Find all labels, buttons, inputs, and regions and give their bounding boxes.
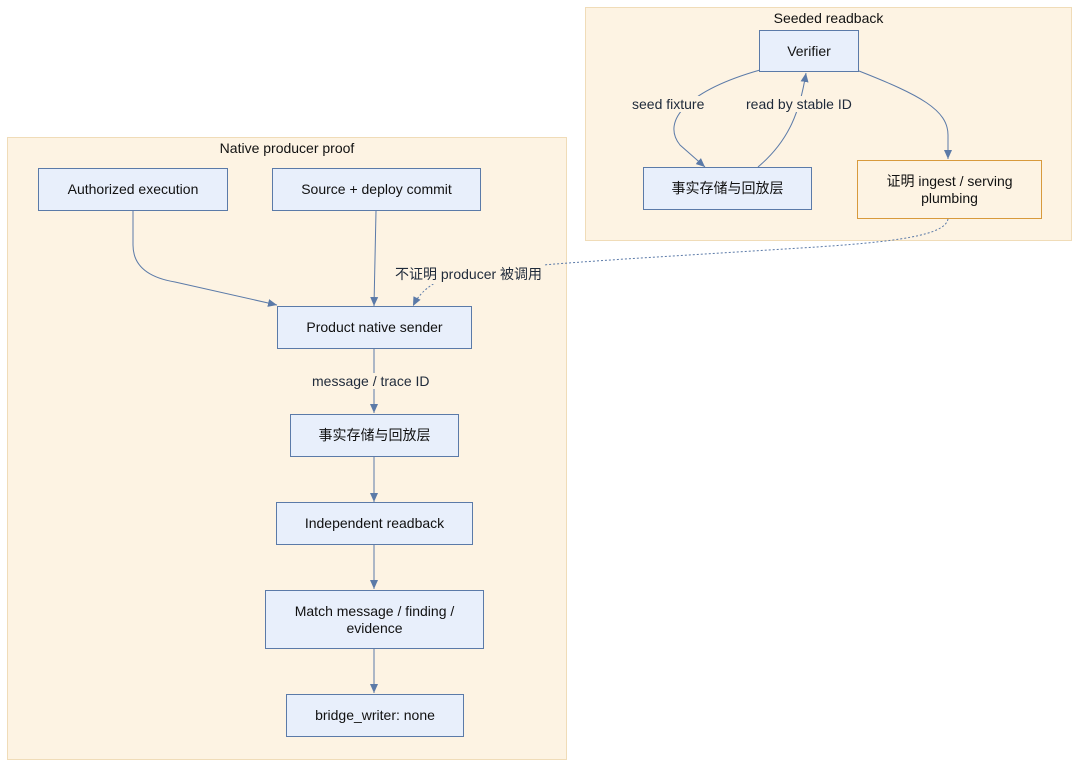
node-authorized-execution[interactable]: Authorized execution (38, 168, 228, 211)
node-independent-readback[interactable]: Independent readback (276, 502, 473, 545)
node-verifier[interactable]: Verifier (759, 30, 859, 72)
node-source-deploy-commit[interactable]: Source + deploy commit (272, 168, 481, 211)
node-fact-store-seeded[interactable]: 事实存储与回放层 (643, 167, 812, 210)
edge-label-message-trace-id: message / trace ID (310, 373, 432, 389)
edge-label-seed-fixture: seed fixture (630, 96, 707, 112)
cluster-title: Seeded readback (773, 10, 884, 26)
cluster-native-producer-proof: Native producer proof (7, 137, 567, 760)
node-product-native-sender[interactable]: Product native sender (277, 306, 472, 349)
node-proves-ingest-serving[interactable]: 证明 ingest / serving plumbing (857, 160, 1042, 219)
edge-label-not-proves-producer: 不证明 producer 被调用 (393, 264, 545, 284)
node-match-evidence[interactable]: Match message / finding / evidence (265, 590, 484, 649)
cluster-title: Native producer proof (219, 140, 355, 156)
node-bridge-writer[interactable]: bridge_writer: none (286, 694, 464, 737)
edge-label-read-by-stable-id: read by stable ID (744, 96, 854, 112)
node-fact-store-native[interactable]: 事实存储与回放层 (290, 414, 459, 457)
